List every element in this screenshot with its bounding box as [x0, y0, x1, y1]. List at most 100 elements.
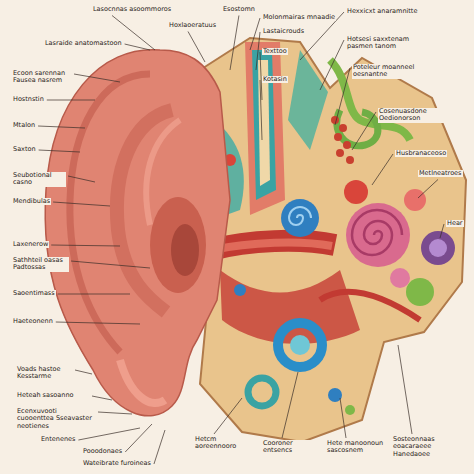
part-label: Sathhteil oasas Padtossas — [12, 257, 69, 272]
anatomy-shape — [252, 50, 276, 200]
anatomy-shape — [421, 231, 455, 265]
part-label: Wateibrate furoineas — [82, 460, 152, 467]
part-label: Saoentimass — [12, 290, 56, 297]
leader-line — [372, 154, 393, 185]
anatomy-shape — [120, 360, 165, 403]
leader-line — [56, 322, 140, 324]
pinna — [45, 50, 230, 416]
anatomy-shape — [406, 278, 434, 306]
leader-line — [92, 396, 112, 400]
anatomy-shape — [336, 149, 344, 157]
anatomy-shape — [200, 38, 466, 442]
anatomy-shape — [45, 50, 230, 416]
anatomy-shape — [352, 210, 402, 255]
leader-line — [125, 44, 150, 50]
leader-line — [335, 68, 350, 125]
leader-line — [58, 294, 130, 295]
anatomy-shape — [278, 323, 322, 367]
part-label: Hotsesi saxxtenam pasmen tanom — [346, 36, 418, 51]
anatomy-shape — [212, 243, 332, 250]
leader-line — [75, 370, 92, 374]
part-label: Texttoo — [262, 48, 288, 55]
part-label: Lastaicrouds — [262, 28, 305, 35]
part-label: Ecoon sarennan Fausea nasrem — [12, 70, 72, 85]
part-label: Molonmairas mnaadie — [262, 14, 336, 21]
part-label: Ecenxuvooti cuooenttea Sseavaster neotie… — [16, 408, 96, 430]
part-label: Kotasin — [262, 76, 288, 83]
part-label: Hear — [446, 220, 464, 227]
part-label: Mtalon — [12, 122, 36, 129]
anatomy-shape — [70, 74, 150, 352]
part-label: Heteah sasoanno — [16, 392, 90, 399]
anatomy-shape — [345, 405, 355, 415]
leader-line — [125, 424, 152, 452]
part-label: Pooodonaes — [82, 448, 123, 455]
part-label: Poteleur moanneel oesnantne — [352, 64, 416, 79]
leader-line — [352, 112, 376, 150]
part-label: Lasraide anatomastoon — [44, 40, 123, 47]
leader-line — [256, 32, 260, 70]
part-label: Hostnstin — [12, 96, 45, 103]
leader-line — [282, 372, 298, 438]
anatomy-shape — [171, 224, 199, 276]
leader-line — [440, 224, 444, 238]
leader-line — [38, 126, 85, 128]
leader-line — [154, 430, 165, 464]
leader-line — [320, 40, 344, 90]
part-label: Haeteonenn — [12, 318, 54, 325]
leader-line — [418, 179, 438, 198]
cross-section — [200, 38, 466, 442]
leader-line — [398, 345, 412, 434]
anatomy-shape — [281, 199, 319, 237]
anatomy-shape — [289, 207, 311, 225]
part-label: Mendibulas — [12, 198, 51, 205]
part-label: Entenenes — [40, 436, 76, 443]
leader-line — [68, 176, 95, 182]
anatomy-shape — [150, 197, 206, 293]
leader-line — [230, 15, 239, 70]
anatomy-shape — [290, 335, 310, 355]
anatomy-shape — [245, 42, 285, 215]
anatomy-shape — [328, 388, 342, 402]
part-label: Seubotional casno — [12, 172, 66, 187]
leader-line — [214, 398, 242, 434]
leader-line — [98, 412, 132, 414]
part-label: Esostomn — [222, 6, 256, 13]
part-label: Saxton — [12, 146, 37, 153]
anatomy-shape — [288, 50, 328, 150]
anatomy-shape — [346, 203, 410, 267]
part-label: Cooroner entsencs — [262, 440, 320, 455]
anatomy-shape — [320, 292, 420, 320]
anatomy-shape — [390, 268, 410, 288]
leader-line — [51, 245, 120, 246]
leader-line — [188, 31, 205, 62]
leader-line — [71, 261, 150, 268]
part-label: Hexxicxt anaramnitte — [346, 8, 418, 15]
anatomy-shape — [343, 141, 351, 149]
part-label: Hetcm aoreennooro — [194, 436, 256, 451]
part-label: Cosenuasdone Oedionorson — [378, 108, 468, 123]
anatomy-shape — [429, 239, 447, 257]
leader-line — [47, 100, 95, 101]
anatomy-shape — [331, 116, 339, 124]
anatomy-shape — [337, 110, 378, 146]
leader-line — [74, 74, 120, 82]
anatomy-shape — [210, 241, 335, 250]
anatomy-shape — [346, 156, 354, 164]
part-label: Lasocnnas asoommoros — [92, 6, 172, 13]
part-label: Hoxlaoeratuus — [168, 22, 217, 29]
anatomy-shape — [248, 378, 276, 406]
part-label: Metlneatroes — [418, 170, 463, 177]
leader-line — [340, 398, 346, 438]
anatomy-shape — [339, 124, 347, 132]
anatomy-shape — [334, 133, 342, 141]
leader-line — [260, 80, 262, 140]
anatomy-shape — [220, 270, 360, 344]
leader-line — [39, 150, 80, 152]
leader-line — [53, 202, 110, 206]
part-label: Husbranaceoso — [395, 150, 447, 157]
part-label: Hete manoonoun sascosnem — [326, 440, 388, 455]
anatomy-shape — [234, 284, 246, 296]
anatomy-shape — [404, 189, 426, 211]
